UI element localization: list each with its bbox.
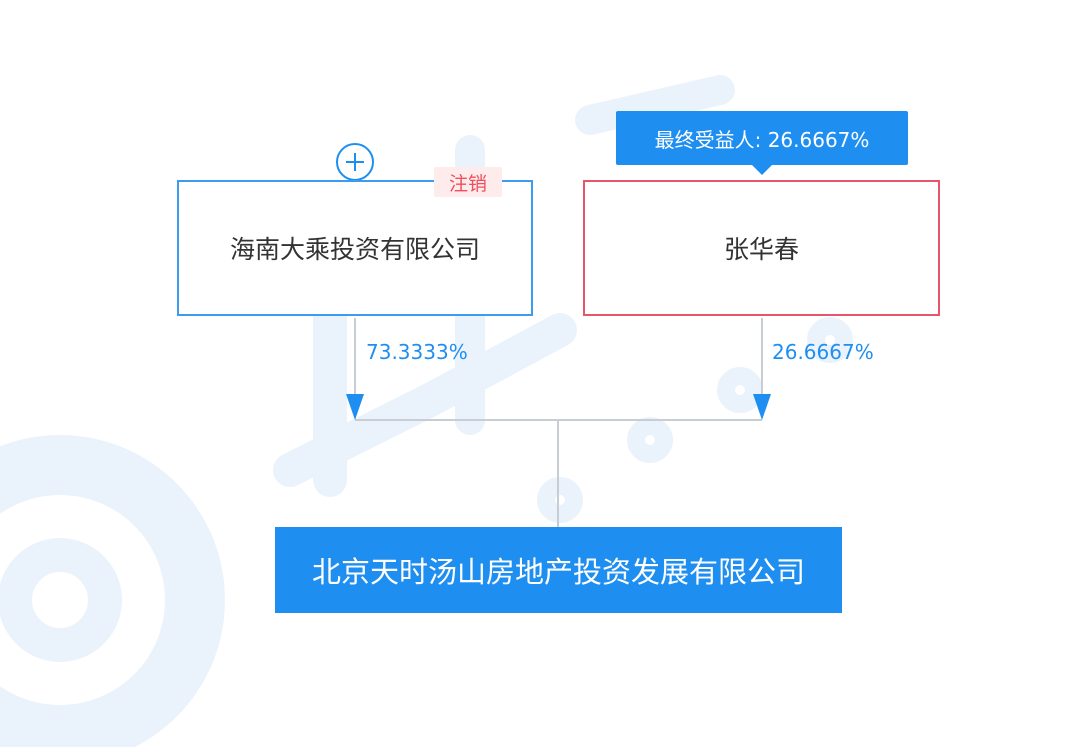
arrow-right <box>753 394 771 420</box>
shareholder-node-person[interactable]: 张华春 <box>583 180 940 316</box>
share-percent-label: 73.3333% <box>366 340 468 364</box>
plus-circle-icon[interactable] <box>335 142 375 182</box>
share-percent-label: 26.6667% <box>772 340 874 364</box>
tooltip-pointer <box>751 164 773 175</box>
target-company-node[interactable]: 北京天时汤山房地产投资发展有限公司 <box>275 527 842 613</box>
shareholder-name: 张华春 <box>723 235 799 264</box>
beneficiary-tooltip: 最终受益人: 26.6667% <box>616 111 908 165</box>
shareholder-node-company[interactable]: 海南大乘投资有限公司 <box>177 180 533 316</box>
target-company-name: 北京天时汤山房地产投资发展有限公司 <box>311 555 805 589</box>
arrow-left <box>346 394 364 420</box>
shareholder-name: 海南大乘投资有限公司 <box>229 235 480 264</box>
status-badge: 注销 <box>434 167 502 197</box>
